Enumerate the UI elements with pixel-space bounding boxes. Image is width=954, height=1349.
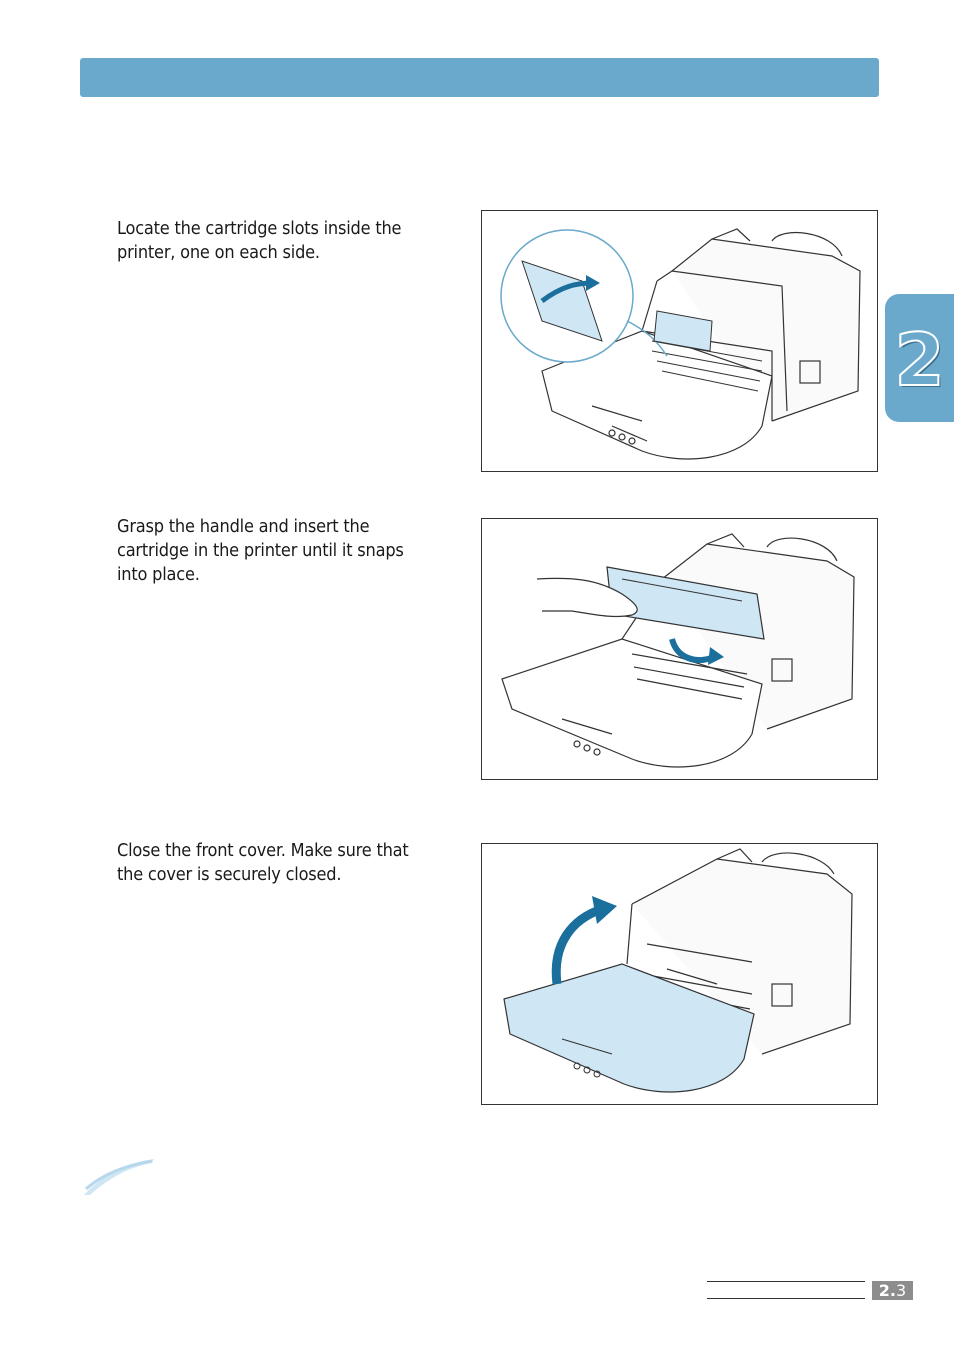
section-header-bar [80, 58, 879, 97]
page-number-major: 2. [878, 1281, 897, 1300]
step-3-text: Close the front cover. Make sure that th… [117, 840, 409, 885]
figure-close-cover [481, 843, 878, 1105]
chapter-number: 2 [893, 317, 945, 403]
footer-rule-bottom [707, 1298, 865, 1299]
note-brush-icon [84, 1159, 154, 1195]
printer-illustration-3 [503, 848, 853, 1093]
printer-illustration-2 [501, 533, 855, 768]
page-number-badge: 2.3 [872, 1281, 913, 1300]
step-2-text: Grasp the handle and insert the cartridg… [117, 516, 404, 585]
step-1-text: Locate the cartridge slots inside the pr… [117, 218, 402, 263]
printer-illustration-1 [500, 228, 861, 460]
figure-insert-cartridge [481, 518, 878, 780]
footer-rule-top [707, 1281, 865, 1282]
chapter-tab: 2 [885, 294, 954, 422]
page-number-minor: 3 [896, 1281, 907, 1300]
figure-cartridge-slots [481, 210, 878, 472]
